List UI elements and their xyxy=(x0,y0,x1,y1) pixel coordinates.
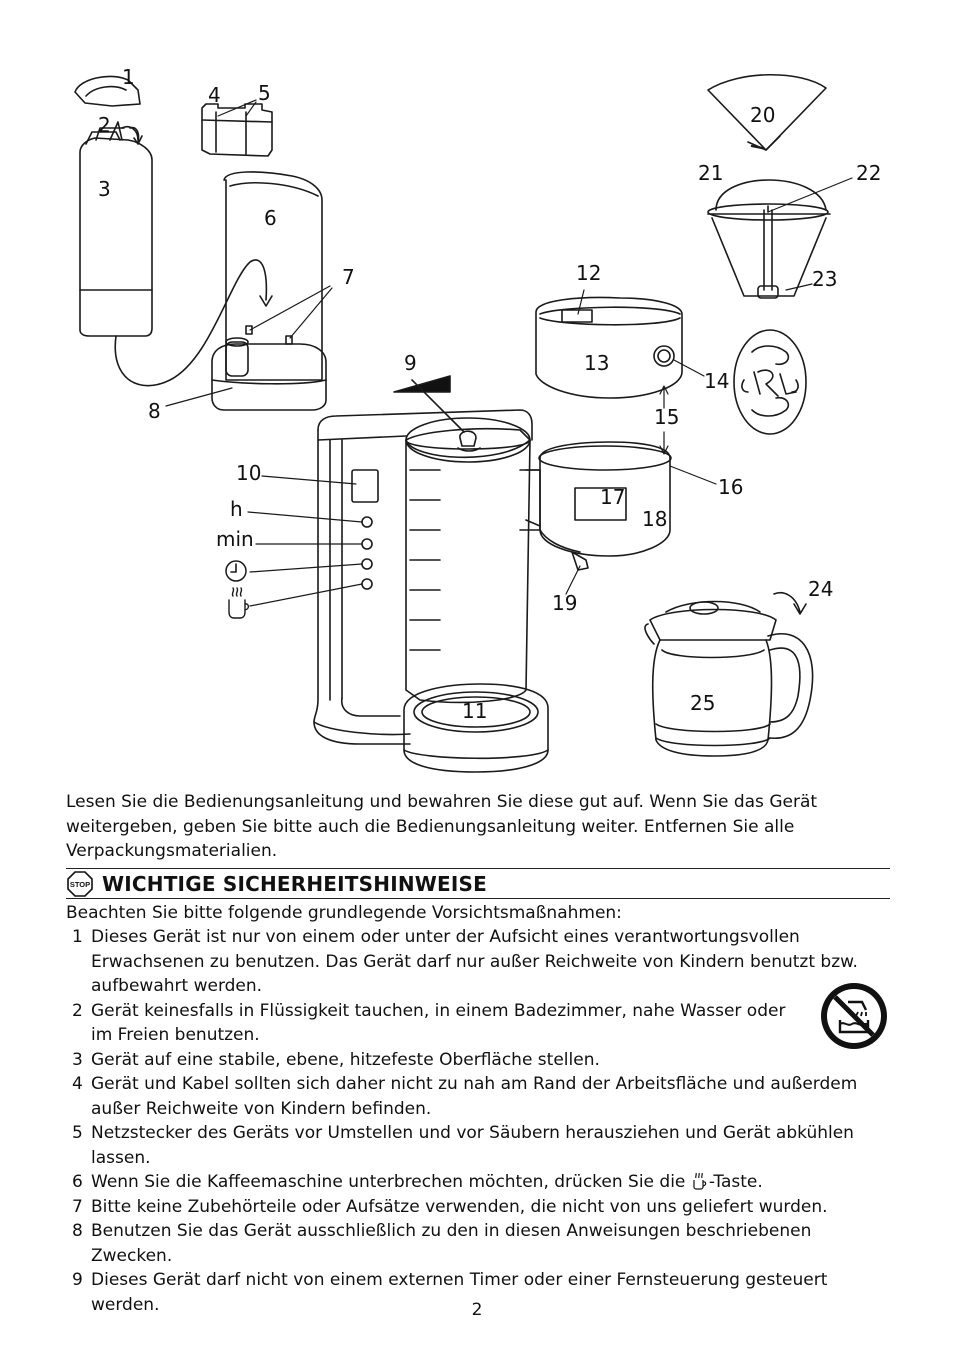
callout-19: 19 xyxy=(552,591,577,615)
callout-16: 16 xyxy=(718,475,743,499)
monogram-emblem xyxy=(733,329,807,435)
rotate-arrow-24 xyxy=(773,592,807,615)
callout-13: 13 xyxy=(584,351,609,375)
stop-sign-icon: STOP xyxy=(67,871,93,897)
callout-23: 23 xyxy=(812,267,837,291)
callout-25: 25 xyxy=(690,691,715,715)
clock-icon xyxy=(225,560,247,582)
rule-item: 7 Bitte keine Zubehörteile oder Aufsätze… xyxy=(66,1195,896,1220)
insert-arrow xyxy=(259,295,273,307)
rule-text: Bitte keine Zubehörteile oder Aufsätze v… xyxy=(91,1196,828,1217)
rule-number: 1 xyxy=(72,927,83,947)
rule-text-before: Wenn Sie die Kaffeemaschine unterbrechen… xyxy=(91,1172,691,1192)
rule-text: Wenn Sie die Kaffeemaschine unterbrechen… xyxy=(91,1170,896,1195)
callout-17: 17 xyxy=(600,485,625,509)
rule-number: 3 xyxy=(72,1049,83,1070)
rotate-arrow-2 xyxy=(121,125,139,141)
heading-title: WICHTIGE SICHERHEITSHINWEISE xyxy=(102,872,488,896)
callout-1: 1 xyxy=(122,65,135,89)
panel-label-hours: h xyxy=(230,497,243,521)
callout-3: 3 xyxy=(98,177,111,201)
rule-number: 6 xyxy=(72,1172,83,1192)
callout-10: 10 xyxy=(236,461,261,485)
wedge-9 xyxy=(393,375,451,393)
rule-text: Gerät keinesfalls in Flüssigkeit tauchen… xyxy=(91,1000,786,1046)
rule-number: 7 xyxy=(72,1196,83,1217)
steam-cup-icon xyxy=(693,1172,707,1190)
intro-paragraph: Lesen Sie die Bedienungsanleitung und be… xyxy=(66,792,818,861)
product-parts-diagram: 1 2 3 4 5 6 7 8 9 10 11 12 13 14 15 16 1… xyxy=(74,65,881,773)
coffee-maker-body xyxy=(313,409,549,773)
tank-cable xyxy=(114,259,268,387)
rule-text: Gerät auf eine stabile, ebene, hitzefest… xyxy=(91,1049,600,1070)
tank-housing-part xyxy=(211,171,327,411)
rule-number: 4 xyxy=(72,1074,83,1094)
callout-14: 14 xyxy=(704,369,729,393)
callout-5: 5 xyxy=(258,81,271,105)
water-tank-part xyxy=(79,121,153,337)
rule-item: 9 Dieses Gerät darf nicht von einem exte… xyxy=(66,1268,896,1317)
rule-text-after: -Taste. xyxy=(708,1172,763,1192)
callout-21: 21 xyxy=(698,161,723,185)
lead-sentence: Beachten Sie bitte folgende grundlegende… xyxy=(66,903,622,923)
rule-item: 8 Benutzen Sie das Gerät ausschließlich … xyxy=(66,1219,896,1268)
rule-number: 5 xyxy=(72,1123,83,1143)
rule-item: 3 Gerät auf eine stabile, ebene, hitzefe… xyxy=(66,1048,896,1073)
callout-7: 7 xyxy=(342,265,355,289)
filter-cartridge-part xyxy=(201,103,273,157)
filter-holder-part xyxy=(519,441,672,571)
callout-12: 12 xyxy=(576,261,601,285)
carafe-part xyxy=(644,600,814,757)
callout-18: 18 xyxy=(642,507,667,531)
section-heading: STOP WICHTIGE SICHERHEITSHINWEISE xyxy=(66,870,487,898)
panel-label-minutes: min xyxy=(216,527,254,551)
rule-item: 4 Gerät und Kabel sollten sich daher nic… xyxy=(66,1072,896,1121)
rule-number: 9 xyxy=(72,1270,83,1290)
steam-cup-icon xyxy=(228,587,250,619)
page-number: 2 xyxy=(471,1300,483,1320)
leader-9 xyxy=(411,379,465,433)
heading-rule-bottom xyxy=(66,898,890,899)
tank-lid-part xyxy=(74,75,141,107)
leader-lines xyxy=(165,99,853,607)
callout-22: 22 xyxy=(856,161,881,185)
rule-text: Benutzen Sie das Gerät ausschließlich zu… xyxy=(91,1221,812,1266)
callout-6: 6 xyxy=(264,206,277,230)
safety-rules-list: 1 Dieses Gerät ist nur von einem oder un… xyxy=(66,925,896,1317)
callout-2: 2 xyxy=(98,113,111,137)
filter-cone-part xyxy=(707,179,831,299)
rule-text: Dieses Gerät ist nur von einem oder unte… xyxy=(91,927,858,996)
callout-20: 20 xyxy=(750,103,775,127)
rule-text: Gerät und Kabel sollten sich daher nicht… xyxy=(91,1074,858,1119)
rule-item: 6 Wenn Sie die Kaffeemaschine unterbrech… xyxy=(66,1170,896,1195)
rule-text: Netzstecker des Geräts vor Umstellen und… xyxy=(91,1123,854,1168)
rule-number: 2 xyxy=(72,1000,83,1021)
callout-24: 24 xyxy=(808,577,833,601)
rule-number: 8 xyxy=(72,1221,83,1241)
filter-paper-part xyxy=(707,73,827,151)
callout-4: 4 xyxy=(208,83,221,107)
rule-item: 2 Gerät keinesfalls in Flüssigkeit tauch… xyxy=(66,999,896,1048)
callout-9: 9 xyxy=(404,351,417,375)
callout-11: 11 xyxy=(462,699,487,723)
stop-badge-text: STOP xyxy=(70,880,90,889)
filter-basket-part xyxy=(535,296,683,399)
rule-item: 1 Dieses Gerät ist nur von einem oder un… xyxy=(66,925,896,999)
rule-text: Dieses Gerät darf nicht von einem extern… xyxy=(91,1270,828,1315)
no-water-warning-icon xyxy=(821,983,887,1049)
callout-15: 15 xyxy=(654,405,679,429)
heading-rule-top xyxy=(66,868,890,869)
rule-item: 5 Netzstecker des Geräts vor Umstellen u… xyxy=(66,1121,896,1170)
callout-8: 8 xyxy=(148,399,161,423)
